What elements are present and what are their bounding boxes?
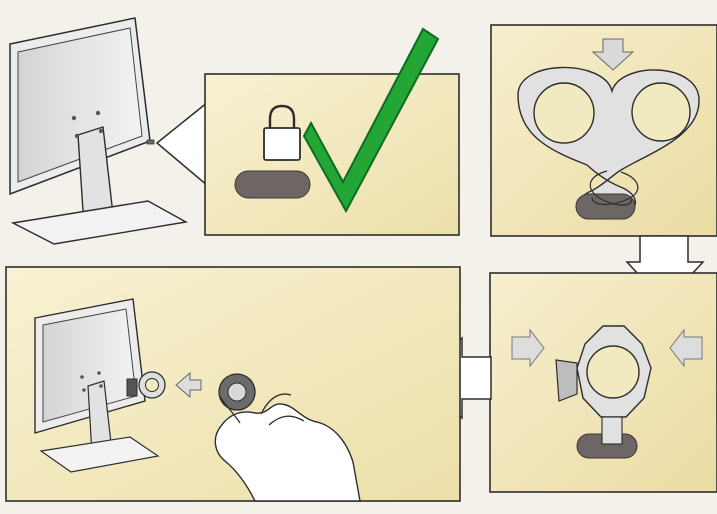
- hand-held-lock-inner: [228, 383, 246, 401]
- security-slot-large: [235, 171, 310, 198]
- small-screw-4: [99, 384, 103, 388]
- small-screw-1: [80, 375, 84, 379]
- lock-side-tab: [556, 360, 577, 401]
- padlock-icon: [264, 128, 300, 160]
- left-loop-hole: [534, 83, 594, 143]
- mount-screw-4: [99, 129, 103, 133]
- cable-slot: [576, 194, 635, 219]
- small-screw-3: [82, 388, 86, 392]
- panel-figure-eight-cable-loop: [491, 25, 717, 236]
- compressed-lock-hole: [587, 346, 639, 398]
- panel-compressed-lock-head: [490, 273, 717, 492]
- mount-screw-3: [75, 134, 79, 138]
- lock-stem: [602, 417, 622, 444]
- panel-insert-lock-into-slot: [6, 267, 460, 501]
- panel-frame-top-middle: [205, 74, 459, 235]
- lock-mount-slot: [127, 379, 137, 396]
- security-slot-monitor: [147, 140, 154, 144]
- small-screw-2: [97, 371, 101, 375]
- inserted-lock-hole: [146, 379, 159, 392]
- mount-screw-1: [72, 116, 76, 120]
- mount-screw-2: [96, 111, 100, 115]
- right-loop-hole: [632, 83, 690, 141]
